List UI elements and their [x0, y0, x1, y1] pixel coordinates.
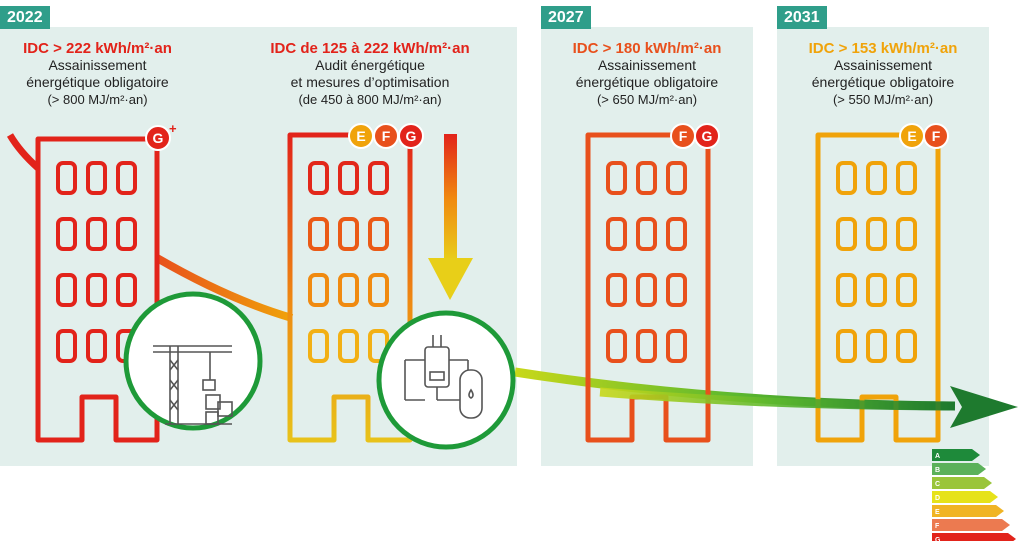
building-g-plus	[35, 136, 160, 443]
boiler-heating-icon	[376, 310, 516, 450]
requirement-line1-1: Assainissement	[48, 57, 147, 73]
energy-label-a: A	[935, 453, 940, 460]
idc-threshold-3: IDC > 180 kWh/m²·an	[572, 40, 722, 57]
requirement-line2-3: énergétique obligatoire	[575, 74, 719, 90]
requirement-line1-3: Assainissement	[597, 57, 697, 73]
idc-threshold-1: IDC > 222 kWh/m²·an	[23, 40, 172, 57]
requirement-line2-4: énergétique obligatoire	[811, 74, 955, 90]
column-text-3: IDC > 180 kWh/m²·an Assainissement énerg…	[541, 40, 753, 108]
crane-construction-icon	[123, 291, 263, 431]
mj-value-1: (> 800 MJ/m²·an)	[47, 92, 148, 107]
energy-label-b: B	[935, 467, 940, 474]
energy-label-d: D	[935, 495, 940, 502]
mj-value-3: (> 650 MJ/m²·an)	[596, 92, 698, 107]
reduction-arrow	[428, 134, 473, 300]
badge-plus-sign: +	[169, 121, 177, 136]
energy-label-g: G	[935, 537, 941, 541]
requirement-line2-2: et mesures d’optimisation	[290, 74, 450, 90]
badge-g-plus: G	[145, 125, 171, 151]
badge-letter-f: F	[382, 128, 391, 144]
badge-letter-e: E	[356, 128, 365, 144]
energy-label-scale: A B C D E F G	[932, 449, 1016, 541]
badge-efg: E F G	[348, 123, 424, 149]
building-efg	[287, 132, 413, 443]
badge-fg: F G	[670, 123, 720, 149]
mj-value-4: (> 550 MJ/m²·an)	[832, 92, 934, 107]
badge-letter-f: F	[932, 128, 941, 144]
badge-ef: E F	[899, 123, 949, 149]
trend-curve-1	[155, 254, 294, 322]
year-tab-2022: 2022	[0, 6, 50, 29]
trend-arrow-head	[950, 386, 1018, 428]
badge-letter-g: G	[406, 128, 417, 144]
column-text-4: IDC > 153 kWh/m²·an Assainissement énerg…	[777, 40, 989, 108]
building-ef	[815, 132, 941, 443]
idc-threshold-2: IDC de 125 à 222 kWh/m²·an	[270, 40, 470, 57]
badge-letter-f: F	[679, 128, 688, 144]
badge-letter-g: G	[153, 130, 164, 146]
badge-letter-e: E	[907, 128, 916, 144]
column-text-1: IDC > 222 kWh/m²·an Assainissement énerg…	[0, 40, 195, 108]
requirement-line1-2: Audit énergétique	[315, 57, 425, 73]
mj-value-2: (de 450 à 800 MJ/m²·an)	[298, 92, 442, 107]
year-tab-2027: 2027	[541, 6, 591, 29]
year-tab-2031: 2031	[777, 6, 827, 29]
energy-label-f: F	[935, 523, 940, 530]
energy-label-e: E	[935, 509, 940, 516]
trend-curve-start	[6, 133, 41, 171]
badge-letter-g: G	[702, 128, 713, 144]
requirement-line1-4: Assainissement	[833, 57, 933, 73]
energy-label-c: C	[935, 481, 940, 488]
requirement-line2-1: énergétique obligatoire	[26, 74, 169, 90]
idc-threshold-4: IDC > 153 kWh/m²·an	[808, 40, 958, 57]
column-text-2: IDC de 125 à 222 kWh/m²·an Audit énergét…	[250, 40, 490, 108]
